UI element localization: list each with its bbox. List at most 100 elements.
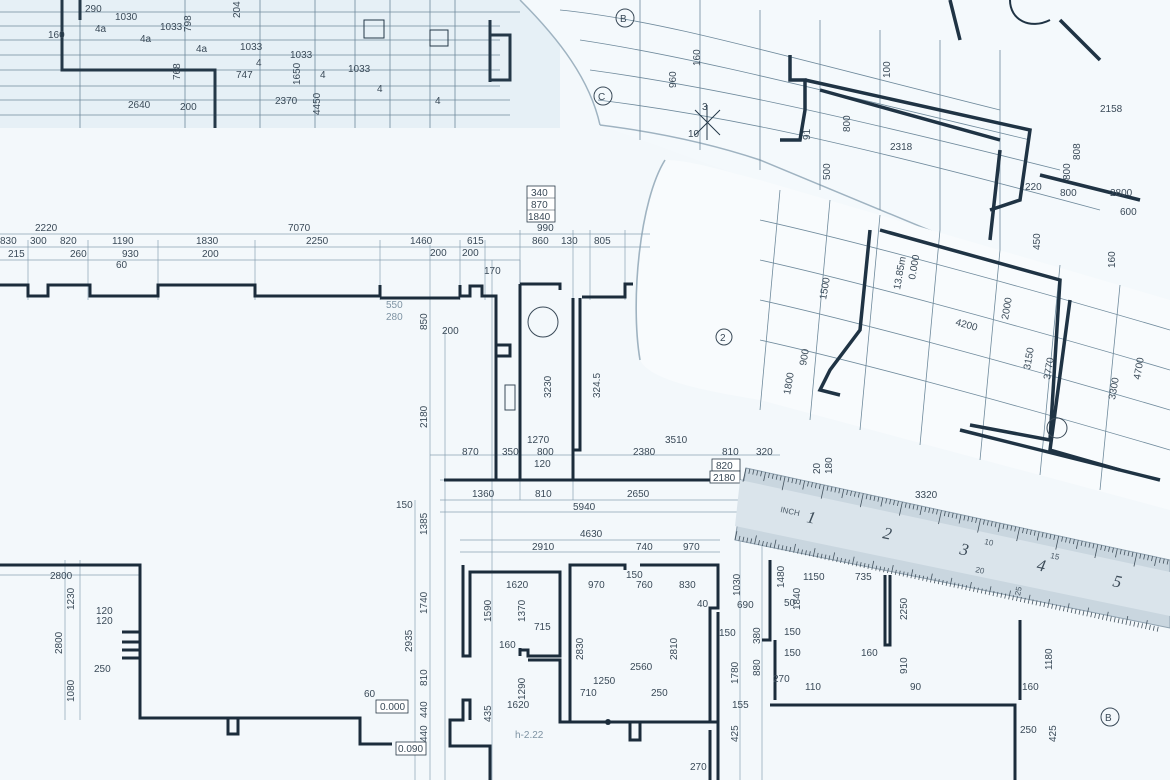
ruler-tick xyxy=(761,540,764,547)
ruler-tick xyxy=(1141,623,1143,629)
svg-text:1080: 1080 xyxy=(66,679,77,702)
ruler-tick xyxy=(832,552,836,562)
ruler-tick xyxy=(869,495,872,501)
ruler-tick xyxy=(850,490,852,496)
svg-text:1360: 1360 xyxy=(472,489,495,500)
svg-text:2800: 2800 xyxy=(50,571,73,582)
ruler-tick xyxy=(814,483,817,489)
ruler-tick xyxy=(1004,593,1007,599)
ruler-tick xyxy=(1080,540,1083,546)
ruler-tick xyxy=(880,497,884,507)
svg-text:B: B xyxy=(1105,713,1112,724)
svg-text:970: 970 xyxy=(588,580,605,591)
svg-text:204: 204 xyxy=(232,1,243,18)
ruler-tick xyxy=(781,545,784,551)
ruler-tick xyxy=(799,479,802,485)
mid-labels: 550 280 850 200 2180 3230 324.5 1270 351… xyxy=(386,300,773,535)
ruler-tick xyxy=(865,494,868,500)
svg-text:1370: 1370 xyxy=(517,599,528,622)
svg-text:435: 435 xyxy=(483,705,494,722)
svg-text:5: 5 xyxy=(1111,571,1123,591)
ruler-tick xyxy=(899,501,903,516)
svg-text:200: 200 xyxy=(442,326,459,337)
svg-text:4: 4 xyxy=(256,58,262,69)
svg-text:715: 715 xyxy=(534,622,551,633)
svg-text:350: 350 xyxy=(502,447,519,458)
ruler-tick xyxy=(754,535,757,545)
ruler-tick xyxy=(1111,547,1114,553)
svg-text:3510: 3510 xyxy=(665,435,688,446)
svg-text:1480: 1480 xyxy=(776,565,787,588)
svg-text:150: 150 xyxy=(784,648,801,659)
ruler-tick xyxy=(1039,601,1042,607)
svg-text:440: 440 xyxy=(419,701,430,718)
ruler-tick xyxy=(890,565,894,575)
svg-text:3230: 3230 xyxy=(543,375,554,398)
svg-text:880: 880 xyxy=(752,659,763,676)
svg-text:1: 1 xyxy=(805,507,817,527)
ruler-tick xyxy=(820,484,825,499)
ruler: INCH 1 2 3 4 5 10 15 20 25 xyxy=(734,467,1170,632)
ruler-tick xyxy=(1104,545,1107,552)
svg-text:100: 100 xyxy=(882,61,893,78)
svg-text:0.000: 0.000 xyxy=(907,254,922,281)
bottom-labels: 4630 2910 740 970 1620 150 970 760 830 1… xyxy=(404,529,754,773)
ruler-tick xyxy=(943,511,946,517)
svg-text:200: 200 xyxy=(430,248,447,259)
ruler-tick xyxy=(971,517,974,523)
ruler-tick xyxy=(863,563,866,569)
ruler-tick xyxy=(1055,535,1060,550)
ruler-tick xyxy=(867,563,870,569)
ruler-tick xyxy=(851,556,855,566)
ruler-tick xyxy=(1016,596,1018,602)
ruler-tick xyxy=(1016,527,1021,542)
svg-text:7070: 7070 xyxy=(288,223,311,234)
ruler-tick xyxy=(889,499,892,505)
ruler-tick xyxy=(1127,551,1130,557)
ruler-tick xyxy=(768,473,770,479)
ruler-tick xyxy=(898,570,901,576)
svg-text:200: 200 xyxy=(180,102,197,113)
ruler-tick xyxy=(1166,559,1169,565)
ruler-tick xyxy=(992,591,995,597)
ruler-tick xyxy=(1006,524,1009,530)
ruler-tick xyxy=(859,562,862,568)
ruler-tick xyxy=(742,536,745,542)
ruler-tick xyxy=(1078,609,1081,615)
svg-text:800: 800 xyxy=(842,115,853,132)
ruler-tick xyxy=(836,557,839,563)
svg-text:h-2.22: h-2.22 xyxy=(515,730,544,741)
ruler-tick xyxy=(838,488,841,494)
svg-text:910: 910 xyxy=(899,657,910,674)
svg-text:1840: 1840 xyxy=(792,587,803,610)
ruler-tick xyxy=(926,576,928,582)
ruler-tick xyxy=(1148,624,1151,630)
ruler-tick xyxy=(777,544,780,550)
roll-middle-right: 2 1500 13.85m 0.000 4200 900 3150 3770 2… xyxy=(635,159,1170,510)
svg-text:4a: 4a xyxy=(196,44,208,55)
ruler-tick xyxy=(976,587,979,593)
svg-text:900: 900 xyxy=(798,348,812,367)
svg-text:C: C xyxy=(598,92,605,103)
svg-text:2250: 2250 xyxy=(306,236,329,247)
ruler-tick xyxy=(883,567,885,573)
ruler-tick xyxy=(963,515,966,521)
ruler-tick xyxy=(811,482,813,488)
ruler-tick xyxy=(1019,596,1022,603)
svg-text:215: 215 xyxy=(8,249,25,260)
ruler-tick xyxy=(1036,531,1040,541)
ruler-tick xyxy=(967,516,970,522)
svg-text:1740: 1740 xyxy=(419,591,430,614)
ruler-tick xyxy=(904,502,907,508)
svg-text:270: 270 xyxy=(690,762,707,773)
ruler-tick xyxy=(844,558,846,564)
svg-text:90: 90 xyxy=(910,682,922,693)
ruler-tick xyxy=(826,485,829,491)
svg-text:990: 990 xyxy=(537,223,554,234)
svg-text:270: 270 xyxy=(773,674,790,685)
ruler-tick xyxy=(797,548,799,554)
ruler-tick xyxy=(961,584,964,590)
ruler-tick xyxy=(769,542,772,548)
ruler-tick xyxy=(1075,540,1079,549)
